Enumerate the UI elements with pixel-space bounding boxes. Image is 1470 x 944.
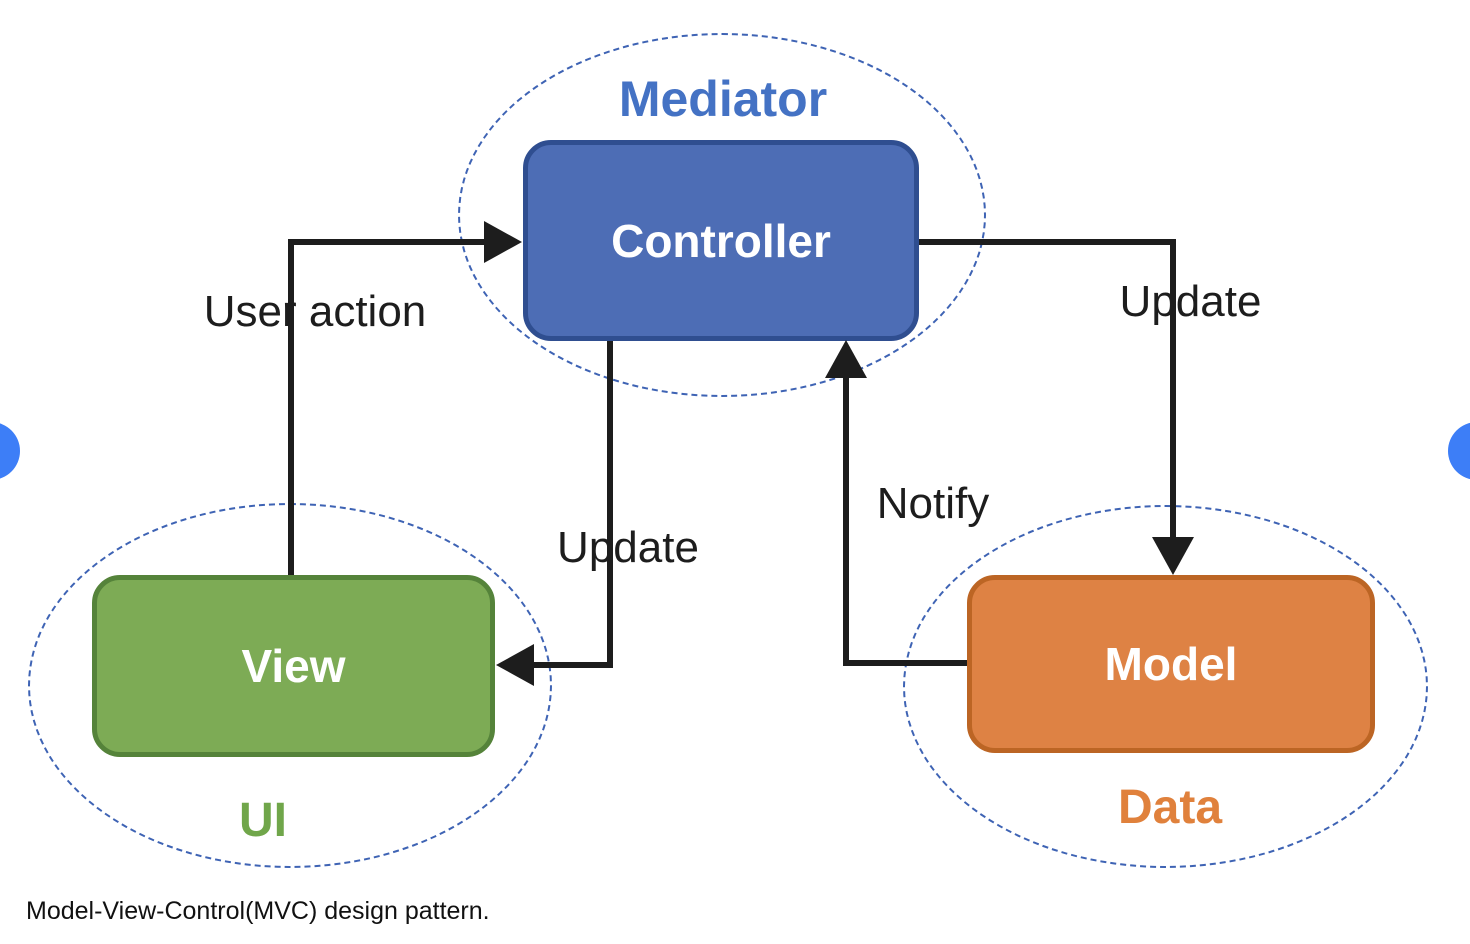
mediator-zone-label: Mediator [618, 71, 828, 127]
notify-arrow-vertical-segment [843, 378, 849, 665]
user-action-arrowhead-icon [484, 221, 522, 263]
update-model-arrowhead-icon [1152, 537, 1194, 575]
model-node: Model [967, 575, 1375, 753]
notify-arrow-horizontal-segment [843, 660, 967, 666]
notify-arrowhead-icon [825, 340, 867, 378]
data-zone-ellipse [903, 505, 1428, 868]
previous-image-button[interactable]: ‹ [0, 422, 20, 480]
update-model-edge-label: Update [1119, 277, 1262, 326]
update-view-edge-label: Update [557, 523, 699, 572]
update-view-arrow-horizontal-segment [532, 662, 613, 668]
data-zone-label: Data [1117, 781, 1223, 834]
update-model-arrow-vertical-segment [1170, 239, 1176, 539]
update-view-arrowhead-icon [496, 644, 534, 686]
user-action-arrow-horizontal-segment [288, 239, 488, 245]
user-action-arrow-vertical-segment [288, 240, 294, 575]
view-node: View [92, 575, 495, 757]
update-model-arrow-horizontal-segment [919, 239, 1174, 245]
mediator-zone-ellipse [458, 33, 986, 397]
next-image-button[interactable]: › [1448, 422, 1470, 480]
controller-node: Controller [523, 140, 919, 341]
ui-zone-label: UI [239, 794, 287, 847]
notify-edge-label: Notify [876, 479, 990, 528]
figure-caption: Model-View-Control(MVC) design pattern. [26, 897, 490, 925]
update-view-arrow-vertical-segment [607, 341, 613, 665]
user-action-edge-label: User action [203, 287, 427, 336]
